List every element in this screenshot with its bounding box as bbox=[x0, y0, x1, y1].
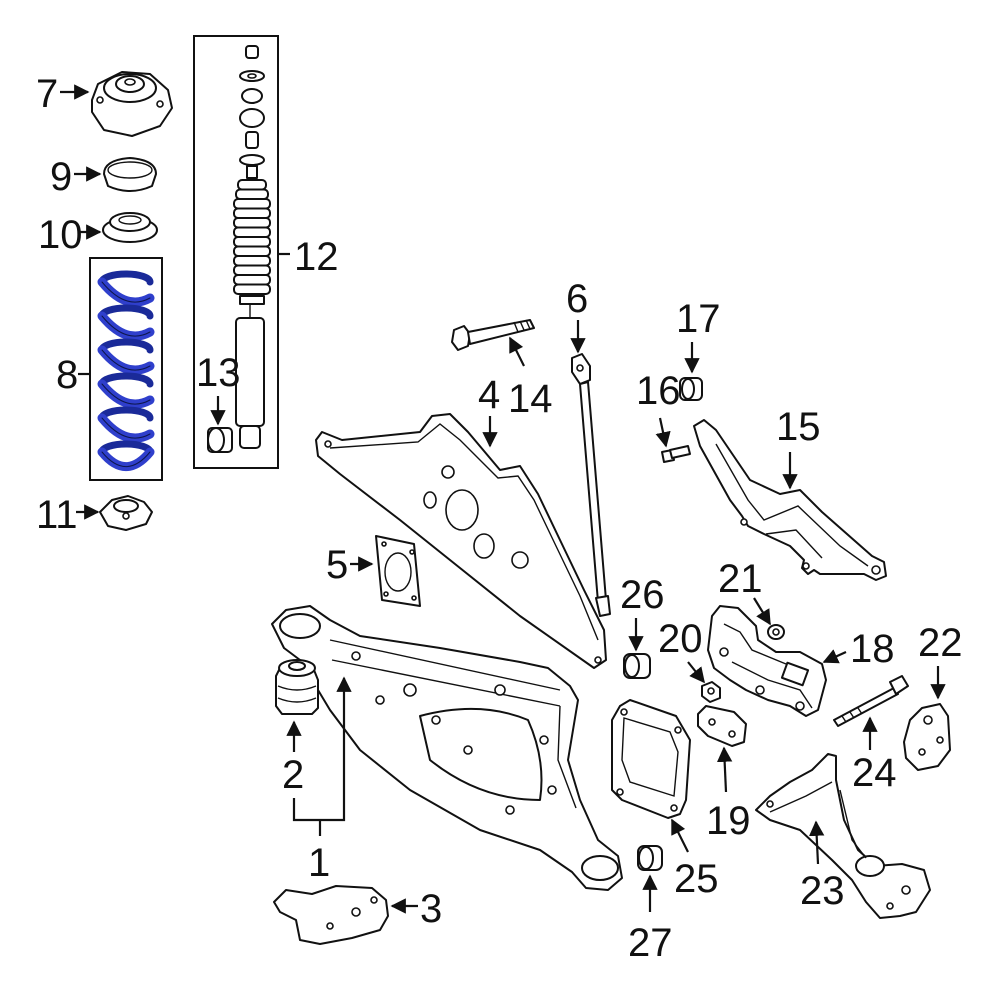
coil-turn-back bbox=[98, 304, 154, 320]
callout-8: 8 bbox=[56, 353, 78, 397]
part-12-frame bbox=[193, 35, 279, 469]
callout-2: 2 bbox=[282, 753, 304, 797]
boot-fold bbox=[233, 207, 271, 219]
part-4-upper-plate[interactable] bbox=[315, 413, 607, 669]
callout-15: 15 bbox=[776, 405, 821, 449]
part-5-gasket[interactable] bbox=[375, 535, 421, 607]
callout-26: 26 bbox=[620, 573, 665, 617]
part-10-spring-seat[interactable] bbox=[102, 212, 158, 243]
boot-fold bbox=[233, 255, 271, 267]
part-9-spring-pad[interactable] bbox=[103, 157, 157, 192]
callout-24: 24 bbox=[852, 751, 897, 795]
callout-23: 23 bbox=[800, 869, 845, 913]
coil-turn-back bbox=[98, 270, 154, 286]
coil-turn-front bbox=[97, 277, 155, 307]
part-11-lower-seat[interactable] bbox=[99, 495, 153, 531]
coil-turn-front bbox=[97, 379, 155, 409]
leader-21 bbox=[753, 597, 771, 626]
callout-3: 3 bbox=[420, 887, 442, 931]
part-13-bushing[interactable] bbox=[207, 427, 233, 453]
callout-7: 7 bbox=[36, 72, 58, 116]
callout-12: 12 bbox=[294, 235, 339, 279]
callout-22: 22 bbox=[918, 621, 963, 665]
coil-turn-back bbox=[98, 406, 154, 422]
boot-fold bbox=[235, 188, 269, 200]
part-3-bracket[interactable] bbox=[273, 885, 389, 945]
callout-1: 1 bbox=[308, 841, 330, 885]
callout-18: 18 bbox=[850, 627, 895, 671]
callout-16: 16 bbox=[636, 369, 681, 413]
part-26-bushing[interactable] bbox=[623, 653, 651, 679]
boot-fold bbox=[237, 179, 267, 191]
leader-18 bbox=[822, 649, 847, 664]
part-15-control-arm[interactable] bbox=[693, 419, 887, 581]
callout-11: 11 bbox=[36, 493, 78, 537]
boot-fold bbox=[233, 283, 271, 295]
leader-20 bbox=[687, 661, 705, 684]
coil-turn-front bbox=[97, 345, 155, 375]
part-23-carrier[interactable] bbox=[755, 753, 931, 919]
callout-19: 19 bbox=[706, 799, 751, 843]
part-19-clamp[interactable] bbox=[697, 705, 747, 747]
part-24-long-bolt[interactable] bbox=[833, 675, 909, 727]
part-25-plate[interactable] bbox=[611, 699, 691, 819]
callout-4: 4 bbox=[478, 373, 500, 417]
part-2-mount-bushing[interactable] bbox=[275, 659, 319, 715]
part-6-tie-rod[interactable] bbox=[571, 353, 611, 617]
coil-turn-outline bbox=[101, 349, 151, 371]
boot-fold bbox=[233, 226, 271, 238]
callout-5: 5 bbox=[326, 543, 348, 587]
callout-10: 10 bbox=[38, 213, 83, 257]
part-17-bushing[interactable] bbox=[679, 377, 703, 401]
boot-fold bbox=[233, 274, 271, 286]
part-20-nut[interactable] bbox=[701, 681, 721, 703]
callout-6: 6 bbox=[566, 277, 588, 321]
boot-fold bbox=[233, 198, 271, 210]
leader-25 bbox=[671, 818, 689, 853]
part-16-bolt[interactable] bbox=[661, 445, 691, 463]
coil-turn-back bbox=[98, 440, 154, 456]
boot-fold bbox=[233, 236, 271, 248]
callout-21: 21 bbox=[718, 557, 763, 601]
callout-27: 27 bbox=[628, 921, 673, 965]
boot-fold bbox=[233, 264, 271, 276]
part-18-mount-bracket[interactable] bbox=[707, 605, 827, 717]
part-1-subframe[interactable] bbox=[271, 605, 623, 891]
coil-turn-outline bbox=[101, 383, 151, 405]
leader-23 bbox=[808, 820, 825, 865]
coil-turn-outline bbox=[101, 417, 151, 439]
part-21-washer[interactable] bbox=[767, 624, 785, 640]
leader-19 bbox=[716, 746, 733, 793]
coil-turn-back bbox=[98, 372, 154, 388]
callout-14: 14 bbox=[508, 377, 553, 421]
leader-16 bbox=[655, 417, 671, 448]
callout-13: 13 bbox=[196, 351, 241, 395]
part-22-small-bracket[interactable] bbox=[903, 703, 951, 771]
part-14-bolt[interactable] bbox=[451, 319, 535, 351]
coil-turn-front bbox=[97, 311, 155, 341]
coil-turn-back bbox=[98, 338, 154, 354]
boot-fold bbox=[233, 217, 271, 229]
part-7-strut-mount[interactable] bbox=[91, 71, 173, 137]
part-8-frame bbox=[89, 257, 163, 481]
coil-turn-front bbox=[97, 413, 155, 443]
callout-9: 9 bbox=[50, 155, 72, 199]
part-12-shock-absorber[interactable] bbox=[233, 45, 271, 449]
part-8-coil-spring[interactable] bbox=[97, 270, 155, 471]
coil-turn-outline bbox=[101, 281, 151, 303]
coil-turn-outline bbox=[101, 451, 151, 467]
callout-17: 17 bbox=[676, 297, 721, 341]
coil-turn-outline bbox=[101, 315, 151, 337]
part-27-bushing[interactable] bbox=[637, 845, 663, 871]
callout-20: 20 bbox=[658, 617, 703, 661]
callout-25: 25 bbox=[674, 857, 719, 901]
boot-fold bbox=[233, 245, 271, 257]
leader-14 bbox=[509, 336, 525, 367]
